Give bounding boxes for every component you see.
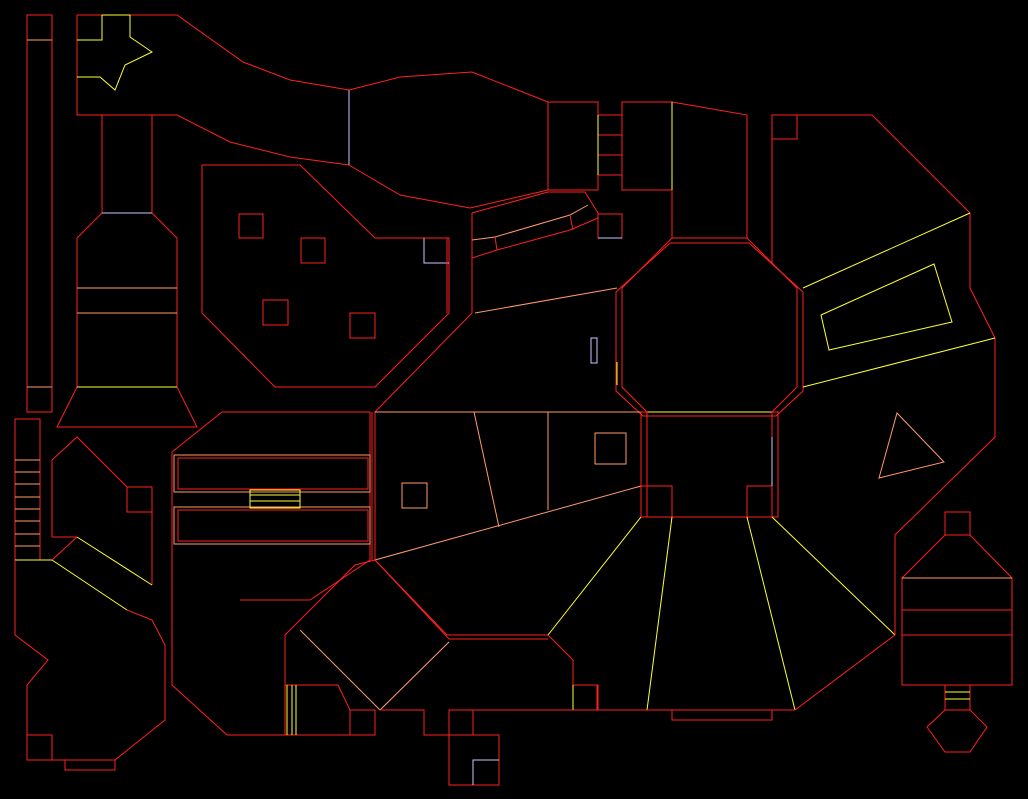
top-left-star-room xyxy=(76,14,350,166)
lower-left-room xyxy=(284,559,573,786)
center-lower-rooms xyxy=(374,411,779,561)
bridge xyxy=(471,191,623,259)
octagon-room xyxy=(615,237,804,417)
middle-zone xyxy=(374,238,618,560)
top-middle-room xyxy=(348,71,549,209)
right-upper-room xyxy=(771,114,996,560)
left-column-room xyxy=(56,115,198,428)
top-block xyxy=(547,101,748,239)
twin-bar-room xyxy=(171,411,373,736)
left-corridor xyxy=(26,14,53,413)
far-left-stairs xyxy=(14,418,166,771)
right-bottle-room xyxy=(901,511,1013,753)
pillar-room xyxy=(201,164,450,388)
fan-room xyxy=(374,516,896,721)
